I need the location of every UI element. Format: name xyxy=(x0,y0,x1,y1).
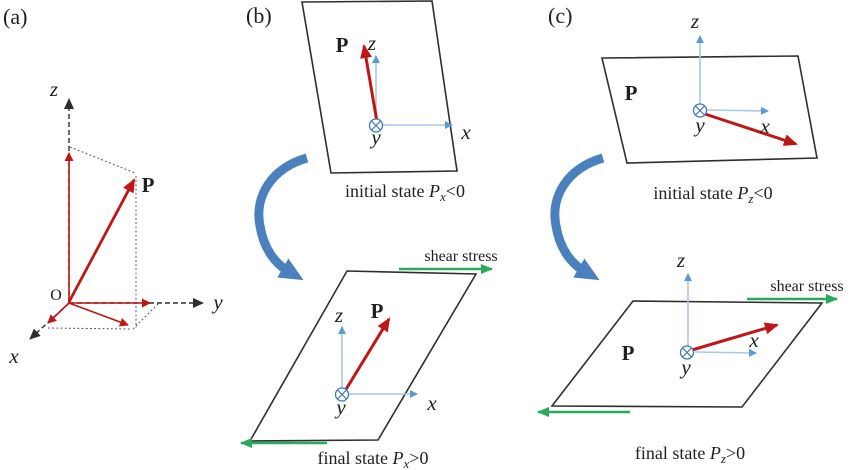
p-vector-arrow xyxy=(360,44,379,123)
p-vector-arrow xyxy=(704,112,798,146)
origin-label: O xyxy=(50,287,62,304)
x-axis-label: x xyxy=(460,120,471,144)
z-axis-label: z xyxy=(676,248,685,272)
panel-b-initial-plane: P z x y xyxy=(301,0,471,174)
x-axis-label: x xyxy=(8,344,19,368)
z-axis-label: z xyxy=(334,303,343,327)
p-vector-label: P xyxy=(336,33,349,57)
transition-curved-arrow xyxy=(254,153,309,281)
p-vector-arrow xyxy=(67,178,136,303)
projection-dotted-top xyxy=(69,146,136,174)
y-axis-label: y xyxy=(211,290,223,314)
px-component-arrow xyxy=(47,302,70,324)
panel-b: (b) P z x y initial state Px<0 shear str… xyxy=(240,0,498,470)
p-vector-label: P xyxy=(142,173,155,197)
z-axis-label: z xyxy=(367,31,376,55)
initial-state-caption: initial state Pz<0 xyxy=(653,183,772,206)
y-axis-label: y xyxy=(334,395,346,419)
final-state-caption: final state Px>0 xyxy=(318,448,429,470)
y-into-page-cross xyxy=(371,120,381,131)
p-vector-label: P xyxy=(371,299,384,323)
x-axis-label: x xyxy=(426,391,437,415)
p-vector-arrow xyxy=(691,322,779,352)
shear-stress-label: shear stress xyxy=(770,278,843,295)
x-axis xyxy=(694,348,757,357)
plane-outline xyxy=(248,270,478,442)
panel-a: (a) z y x O P xyxy=(3,4,223,368)
panel-c: (c) P z x y initial state Pz<0 shear str… xyxy=(537,3,844,466)
y-into-page-cross xyxy=(337,389,347,400)
plane-outline xyxy=(301,0,458,174)
panel-b-final-plane: shear stress P z x y xyxy=(240,248,498,448)
p-vector-arrow xyxy=(343,317,391,392)
y-axis-label: y xyxy=(369,125,381,149)
pxy-projection-arrow xyxy=(68,302,129,327)
panel-c-initial-plane: P z x y xyxy=(600,9,818,164)
x-axis xyxy=(706,106,769,115)
panel-c-tag: (c) xyxy=(548,3,572,28)
y-into-page-cross xyxy=(695,105,705,116)
projection-dotted-diagonal xyxy=(132,303,159,330)
initial-state-caption: initial state Px<0 xyxy=(345,181,465,204)
projection-dotted-bottom xyxy=(47,327,133,330)
x-axis-label: x xyxy=(759,114,770,138)
panel-b-tag: (b) xyxy=(246,3,272,28)
transition-curved-arrow xyxy=(550,153,605,281)
x-axis-label: x xyxy=(748,328,759,352)
final-state-caption: final state Pz>0 xyxy=(635,443,745,466)
y-into-page-cross xyxy=(682,347,692,358)
panel-c-final-plane: shear stress P z x y xyxy=(537,248,844,417)
y-axis-label: y xyxy=(693,113,705,137)
shear-stress-label: shear stress xyxy=(424,248,497,265)
z-axis-label: z xyxy=(49,77,58,101)
z-axis-label: z xyxy=(690,9,699,33)
y-axis-label: y xyxy=(679,355,691,379)
p-vector-label: P xyxy=(622,341,635,365)
panel-a-tag: (a) xyxy=(3,4,27,29)
p-vector-label: P xyxy=(625,81,638,105)
